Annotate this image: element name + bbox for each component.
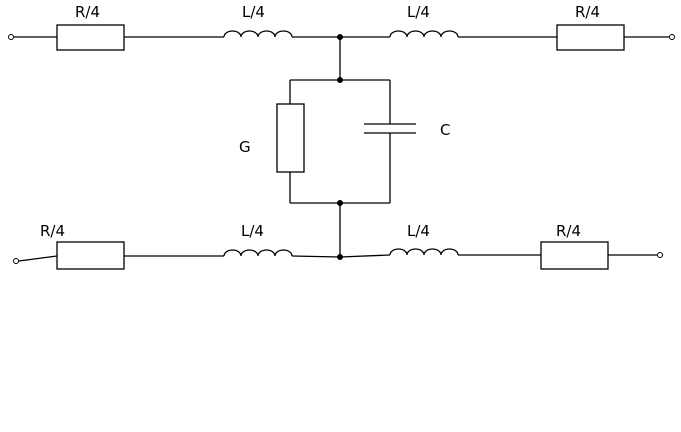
- top-left-terminal: [8, 34, 14, 40]
- bottom-line: [13, 241, 663, 270]
- label-conductance: G: [239, 138, 251, 156]
- label-capacitor: C: [440, 121, 450, 139]
- top-right-resistor: [556, 24, 625, 51]
- top-right-inductor: [389, 30, 459, 38]
- label-bottom-right-resistor: R/4: [556, 222, 581, 240]
- label-bottom-left-inductor: L/4: [241, 222, 264, 240]
- bottom-right-resistor: [540, 241, 609, 270]
- bottom-left-resistor: [56, 241, 125, 270]
- label-bottom-right-inductor: L/4: [407, 222, 430, 240]
- conductance-element: [276, 103, 305, 173]
- label-top-right-inductor: L/4: [407, 3, 430, 21]
- bottom-right-inductor: [389, 248, 459, 256]
- top-left-inductor: [223, 30, 293, 38]
- bottom-left-terminal: [13, 258, 19, 264]
- label-bottom-left-resistor: R/4: [40, 222, 65, 240]
- label-top-right-resistor: R/4: [575, 3, 600, 21]
- bottom-right-terminal: [657, 252, 663, 258]
- shunt-branch: [276, 37, 416, 257]
- bottom-left-inductor: [223, 249, 293, 257]
- top-line: [8, 24, 675, 51]
- top-right-terminal: [669, 34, 675, 40]
- label-top-left-resistor: R/4: [75, 3, 100, 21]
- bottom-junction-node: [337, 254, 343, 260]
- label-top-left-inductor: L/4: [242, 3, 265, 21]
- top-left-resistor: [56, 24, 125, 51]
